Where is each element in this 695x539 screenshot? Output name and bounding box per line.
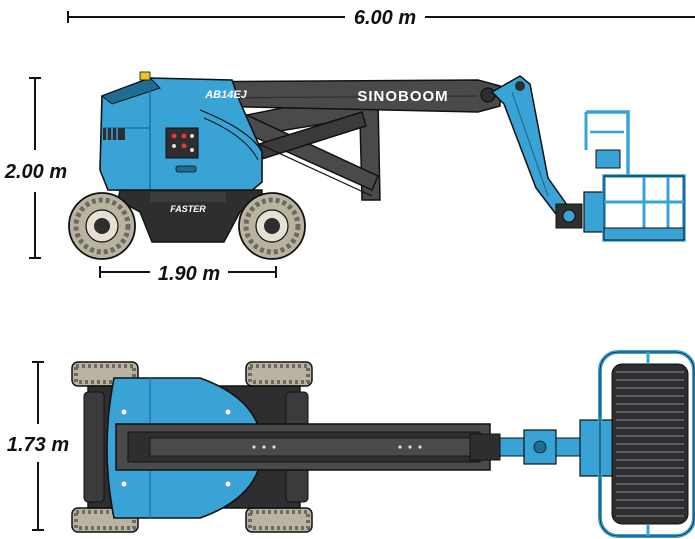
lower-boom-linkage xyxy=(219,91,381,201)
top-main-boom xyxy=(115,423,501,471)
dimension-length: 6.00 m xyxy=(67,7,695,29)
turret-body: AB14EJ xyxy=(99,71,263,193)
ground-control-panel xyxy=(165,127,199,159)
dimension-length-label: 6.00 m xyxy=(354,7,416,29)
dimension-wheelbase: 1.90 m xyxy=(99,263,277,285)
chassis-decal: FASTER xyxy=(170,204,206,214)
front-wheel xyxy=(68,192,136,260)
dimension-height: 2.00 m xyxy=(4,77,67,259)
jib-arm xyxy=(490,75,583,229)
brand-decal: SINOBOOM xyxy=(357,88,448,105)
model-decal: AB14EJ xyxy=(204,89,247,101)
turret-vent xyxy=(103,128,125,140)
top-platform-floor-grating xyxy=(616,371,684,517)
dimension-wheelbase-label: 1.90 m xyxy=(158,263,220,285)
boom-lift-top-view xyxy=(71,350,695,538)
main-boom: SINOBOOM xyxy=(162,79,501,113)
boom-lift-side-view: SINOBOOM xyxy=(68,71,686,260)
rear-wheel xyxy=(238,192,306,260)
top-tire-rear-right xyxy=(245,507,313,533)
top-tire-rear-left xyxy=(245,361,313,387)
top-platform-basket xyxy=(598,350,695,538)
dimension-width: 1.73 m xyxy=(7,361,69,531)
platform-basket xyxy=(583,110,686,242)
dimension-width-label: 1.73 m xyxy=(7,434,69,456)
dimension-height-label: 2.00 m xyxy=(4,161,67,183)
